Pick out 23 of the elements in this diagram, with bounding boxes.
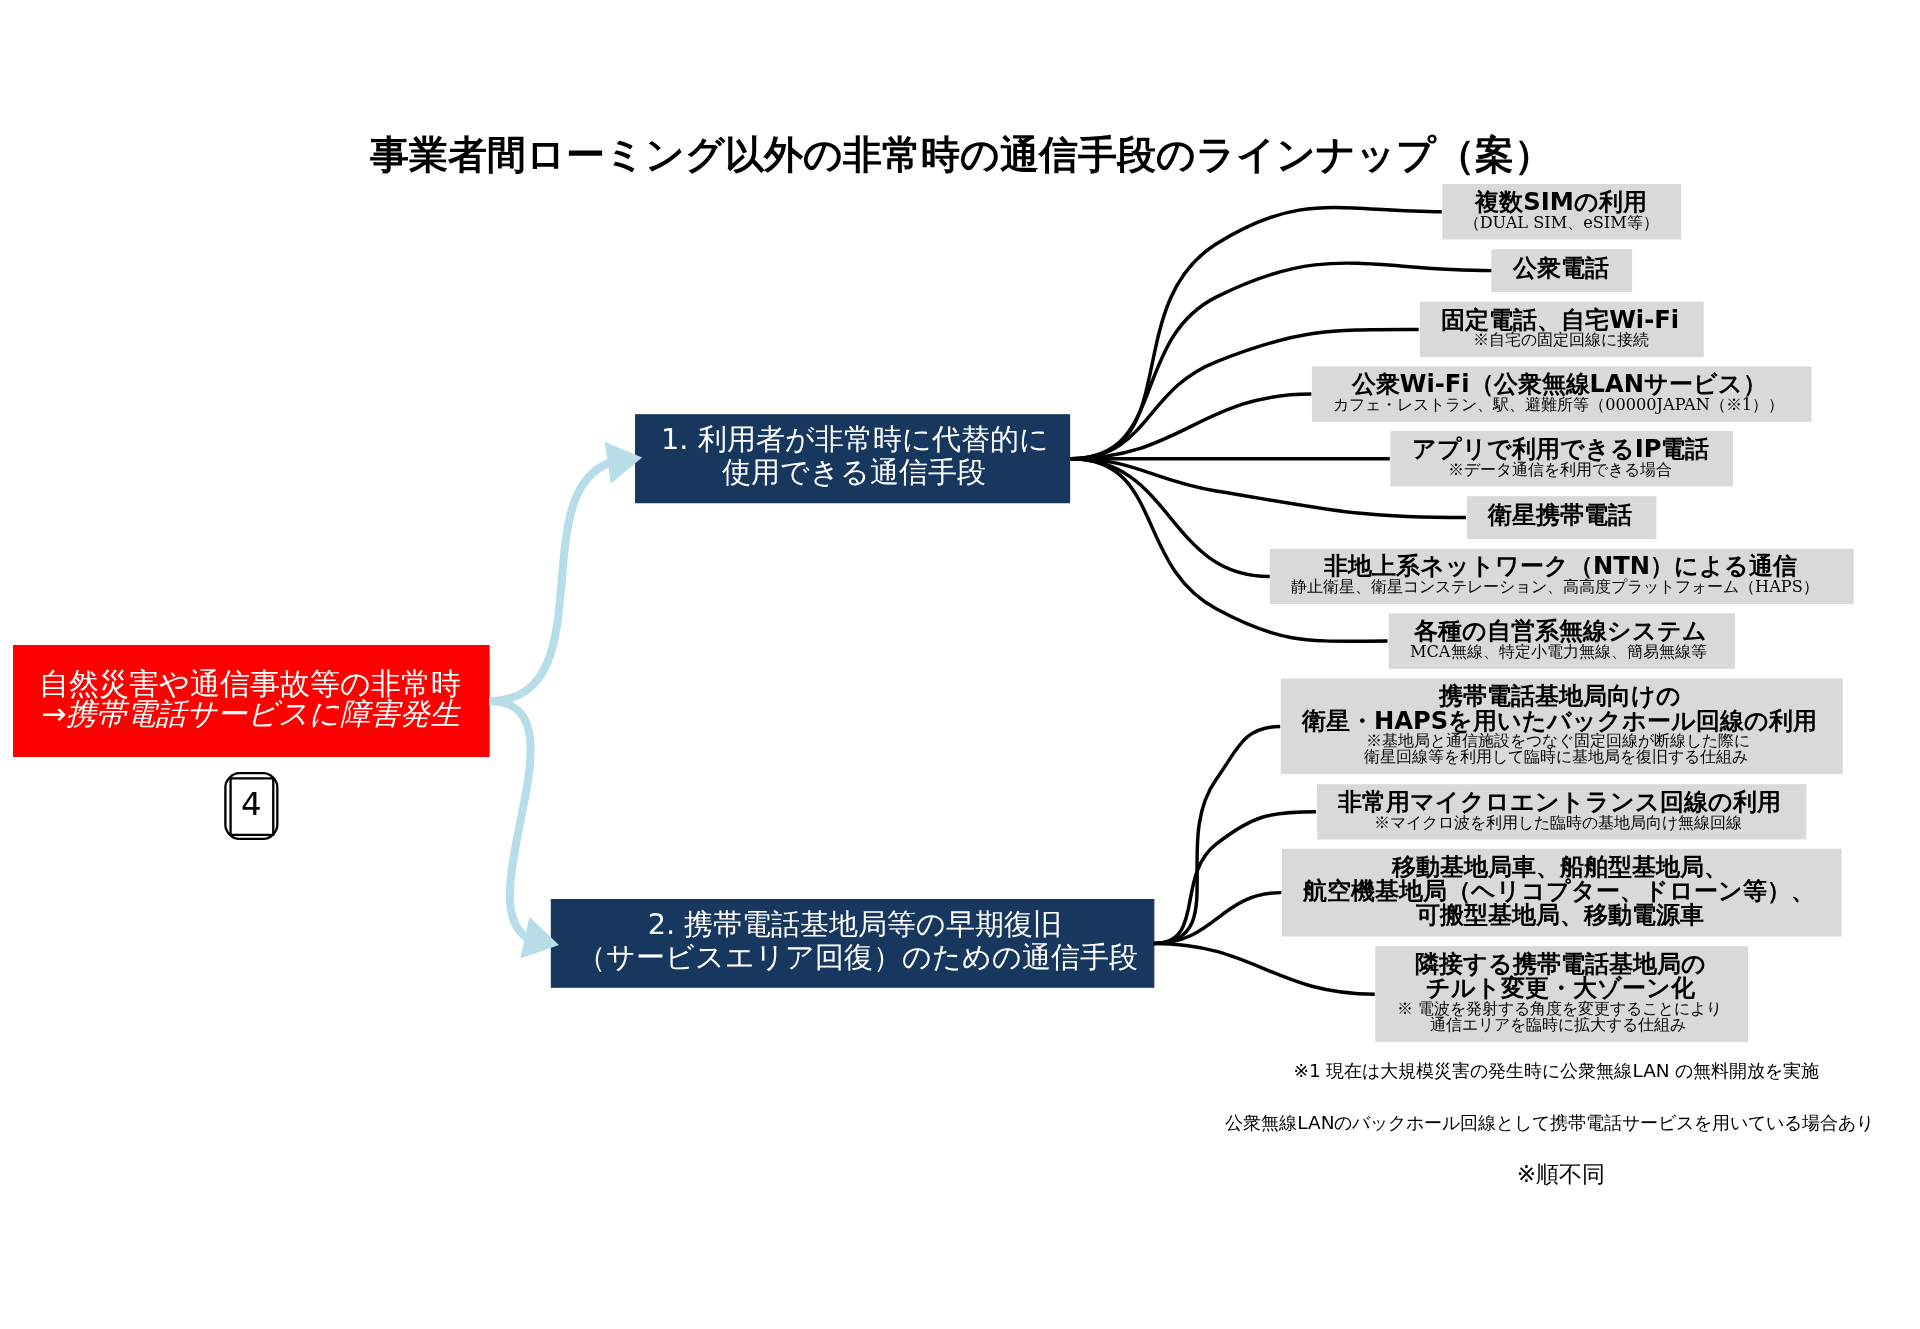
connector xyxy=(1153,941,1375,996)
node-box: 1. 利用者が非常時に代替的に使用できる通信手段 xyxy=(634,413,1070,503)
node-box: 各種の自営系無線システム MCA無線、特定小電力無線、簡易無線等 xyxy=(1388,612,1735,669)
node-box: 非地上系ネットワーク（NTN）による通信 静止衛星、衛星コンステレーション、高高度プラットフォーム（HAPS） xyxy=(1269,548,1854,604)
label: 公衆無線LANのバックホール回線として携帯電話サービスを用いている場合あり xyxy=(1224,1111,1874,1133)
arrow xyxy=(487,696,559,959)
node-box: 複数SIMの利用 （DUAL SIM、eSIM等） xyxy=(1441,183,1681,239)
label: 4 xyxy=(240,784,262,823)
connector xyxy=(1070,456,1387,643)
node-box: 移動基地局車、船舶型基地局、航空機基地局（ヘリコプター、ドローン等）、可搬型基地局、移動電源車 xyxy=(1281,848,1842,936)
node-box: 衛星携帯電話 xyxy=(1466,495,1656,539)
label: ※順不同 xyxy=(1516,1160,1605,1187)
node-box: 固定電話、自宅Wi-Fi ※自宅の固定回線に接続 xyxy=(1419,301,1704,357)
node-box: 非常用マイクロエントランス回線の利用 ※マイクロ波を利用した臨時の基地局向け無線回線 xyxy=(1316,783,1806,840)
node-box: 2. 携帯電話基地局等の早期復旧（サービスエリア回復）のための通信手段 xyxy=(550,898,1154,988)
node-box: 携帯電話基地局向けの衛星・HAPSを用いたバックホール回線の利用 ※基地局と通信施設をつなぐ固定回線が断線した際に衛星回線等を利用して臨時に基地局を復旧する仕組み xyxy=(1280,678,1843,774)
node-box: 公衆Wi-Fi（公衆無線LANサービス） カフェ・レストラン、駅、避難所等（00000JAPAN（※1）） xyxy=(1311,365,1812,422)
diagram-title: 事業者間ローミング以外の非常時の通信手段のラインナップ（案） xyxy=(369,131,1553,177)
node-box: 自然災害や通信事故等の非常時 →携帯電話サービスに障害発生 xyxy=(12,644,490,757)
node-box: アプリで利用できるIP電話 ※データ通信を利用できる場合 xyxy=(1389,430,1733,486)
node-box: 公衆電話 xyxy=(1490,248,1632,292)
node-box: 隣接する携帯電話基地局のチルト変更・大ゾーン化 ※ 電波を発射する角度を変更することにより通信エリアを臨時に拡大する仕組み xyxy=(1374,945,1748,1042)
label: ※1 現在は大規模災害の発生時に公衆無線LAN の無料開放を実施 xyxy=(1292,1059,1820,1081)
